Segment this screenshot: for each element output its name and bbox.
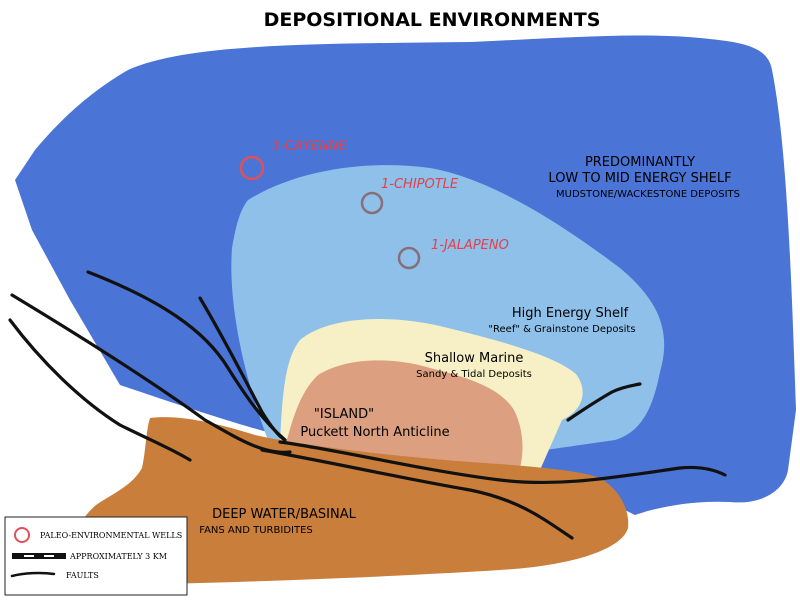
zone-label-low-mid-line1: PREDOMINANTLY [585, 155, 695, 170]
zone-label-island-line1: "ISLAND" [314, 407, 374, 422]
fault-line [8, 318, 192, 462]
zone-label-high-energy-line1: High Energy Shelf [512, 306, 629, 321]
zone-island [285, 360, 523, 469]
zone-label-island-line2: Puckett North Anticline [300, 425, 449, 440]
well-label-cayenne: 1-CAYENNE [272, 139, 348, 154]
well-label-jalapeno: 1-JALAPENO [431, 238, 509, 253]
zone-label-low-mid-line3: MUDSTONE/WACKESTONE DEPOSITS [556, 189, 740, 200]
zone-label-low-mid-line2: LOW TO MID ENERGY SHELF [548, 171, 731, 186]
legend-label-scale: APPROXIMATELY 3 KM [69, 552, 167, 561]
zone-label-shallow-marine-line2: Sandy & Tidal Deposits [416, 369, 532, 380]
legend-scale-bar-icon [12, 553, 66, 559]
fault-line [86, 270, 287, 442]
well-label-chipotle: 1-CHIPOTLE [381, 177, 459, 192]
zone-label-deep-water-line2: FANS AND TURBIDITES [199, 525, 313, 536]
fault-line [566, 382, 642, 422]
well-marker-chipotle [360, 191, 384, 215]
zone-label-shallow-marine-line1: Shallow Marine [425, 351, 524, 366]
legend-fault-icon [10, 571, 56, 578]
fault-line [278, 440, 727, 485]
zone-deep-water-basinal [75, 417, 629, 584]
zone-label-deep-water-line1: DEEP WATER/BASINAL [212, 507, 357, 522]
legend: PALEO-ENVIRONMENTAL WELLS APPROXIMATELY … [4, 516, 188, 596]
well-marker-cayenne [239, 155, 265, 181]
faults [8, 270, 727, 540]
well-marker-jalapeno [397, 246, 421, 270]
fault-line [198, 296, 287, 442]
legend-label-faults: FAULTS [66, 571, 99, 580]
legend-label-wells: PALEO-ENVIRONMENTAL WELLS [40, 531, 182, 540]
map-title: DEPOSITIONAL ENVIRONMENTS [264, 9, 601, 31]
zone-label-high-energy-line2: "Reef" & Grainstone Deposits [488, 324, 635, 335]
fault-line [10, 293, 292, 454]
fault-line [260, 448, 574, 540]
legend-well-icon [14, 527, 30, 543]
